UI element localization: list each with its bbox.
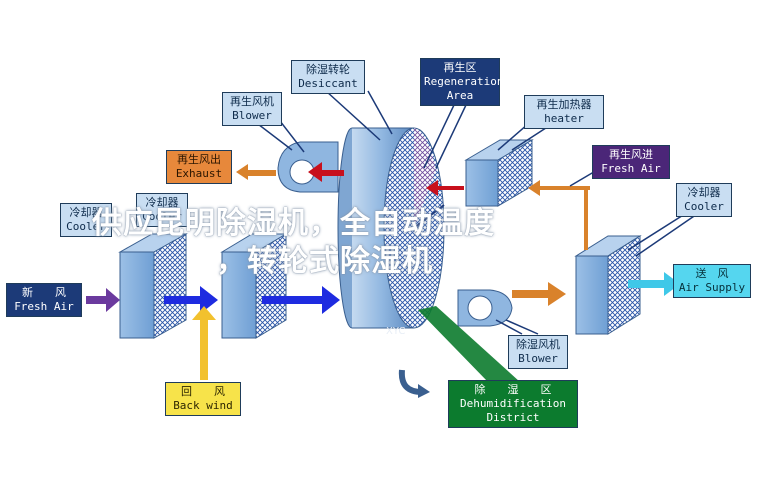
dehumid-blower-unit — [457, 289, 513, 327]
cooler-left-2 — [220, 233, 288, 339]
cooler-right — [574, 235, 642, 335]
overlay-line-2: ，转轮式除湿机 — [216, 244, 433, 279]
watermark-logo: XYC — [386, 326, 405, 337]
flow-arrows — [86, 162, 680, 380]
dehumid-pointer — [418, 306, 520, 382]
overlay-caption: 供应昆明除湿机，全自动温度 ，转轮式除湿机 — [92, 205, 652, 281]
cooler-left-1 — [118, 233, 188, 339]
desiccant-wheel — [337, 127, 445, 398]
regen-blower-unit — [277, 141, 339, 193]
leader-lines — [253, 90, 701, 335]
overlay-line-1: 供应昆明除湿机，全自动温度 — [92, 206, 495, 241]
